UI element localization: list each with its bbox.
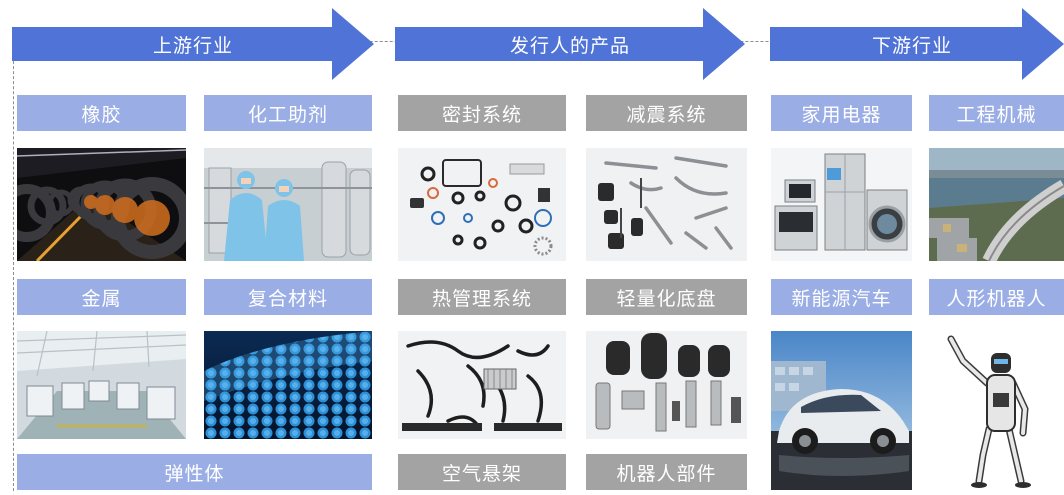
label-metal: 金属 [17, 279, 186, 315]
label-humanoid-robot: 人形机器人 [929, 279, 1064, 315]
seal-parts-image [398, 148, 566, 261]
metal-factory-image [17, 331, 186, 439]
label-thermal-system: 热管理系统 [398, 279, 566, 315]
nev-car-image [771, 331, 912, 490]
issuer-arrow: 发行人的产品 [395, 8, 745, 80]
humanoid-robot-image [929, 331, 1064, 490]
chassis-parts-image [586, 331, 747, 439]
issuer-title: 发行人的产品 [509, 34, 630, 57]
label-nev: 新能源汽车 [771, 279, 912, 315]
label-chem-additive: 化工助剂 [204, 95, 372, 131]
downstream-title: 下游行业 [871, 34, 952, 57]
label-composite: 复合材料 [204, 279, 372, 315]
appliances-image [771, 148, 912, 261]
upstream-title: 上游行业 [152, 34, 233, 57]
label-air-suspension: 空气悬架 [398, 454, 566, 490]
downstream-arrow: 下游行业 [770, 8, 1064, 80]
thermal-parts-image [398, 331, 566, 439]
composite-material-image [204, 331, 372, 439]
label-lightweight-chassis: 轻量化底盘 [586, 279, 747, 315]
label-damping-system: 减震系统 [586, 95, 747, 131]
label-seal-system: 密封系统 [398, 95, 566, 131]
rubber-tires-image [17, 148, 186, 261]
upstream-arrow: 上游行业 [12, 8, 374, 80]
label-robot-parts: 机器人部件 [586, 454, 747, 490]
construction-bridge-image [929, 148, 1064, 261]
label-construction-machinery: 工程机械 [929, 95, 1064, 131]
label-elastomer: 弹性体 [17, 454, 372, 490]
damping-parts-image [586, 148, 747, 261]
label-home-appliances: 家用电器 [771, 95, 912, 131]
connector-line [13, 41, 14, 491]
label-rubber: 橡胶 [17, 95, 186, 131]
lab-workers-image [204, 148, 372, 261]
